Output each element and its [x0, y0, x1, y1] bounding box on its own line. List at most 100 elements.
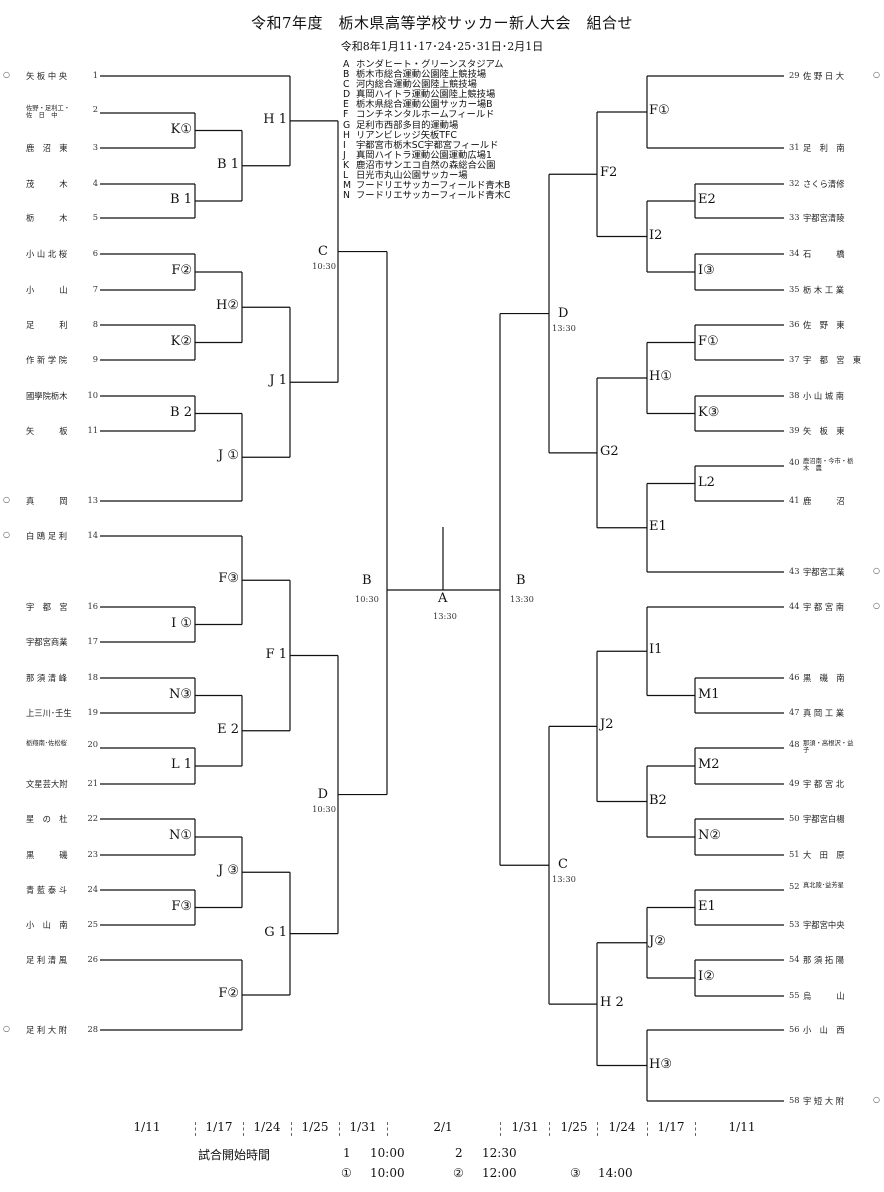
match-label: F 1 [265, 646, 287, 662]
team-name: 佐 野 東 [803, 320, 845, 330]
venue-key: K [343, 159, 350, 171]
venue-name: フードリエサッカーフィールド青木C [356, 190, 511, 202]
team-name: 黒 磯 南 [803, 673, 845, 683]
team-name: 宇 都 宮 北 [803, 779, 845, 789]
venue-name: 真岡ハイトラ運動公園運動広場1 [356, 149, 492, 161]
page-title: 令和7年度 栃木県高等学校サッカー新人大会 組合せ [250, 14, 634, 32]
team-name: 足 利 [26, 320, 68, 330]
start-time-key-circ2: ② [453, 1166, 464, 1180]
team-number: 51 [789, 849, 800, 859]
match-label: B 1 [217, 156, 239, 172]
venue-key: J [343, 149, 346, 161]
team-number: 3 [92, 142, 98, 152]
venue-name: リアンビレッジ矢板TFC [356, 129, 457, 141]
team-name: 小 山 西 [803, 1025, 845, 1035]
venue-key: I [343, 139, 346, 151]
venue-key: G [343, 119, 351, 131]
venue-item: M フードリエサッカーフィールド青木B [343, 181, 511, 191]
team-number: 28 [87, 1024, 98, 1034]
match-label: F① [698, 333, 719, 349]
team-number: 9 [92, 354, 98, 364]
team-number: 34 [789, 248, 800, 258]
team-number: 43 [789, 566, 800, 576]
date-separator [695, 1122, 696, 1136]
date-separator [647, 1122, 648, 1136]
match-label: H 1 [263, 111, 287, 127]
team-number: 20 [87, 739, 98, 749]
team-name: 宇都宮清陵 [803, 213, 845, 223]
match-label: N① [168, 828, 192, 843]
page-subtitle: 令和8年1月11･17･24･25･31日･2月1日 [340, 40, 544, 53]
round-date: 1/11 [133, 1120, 161, 1134]
match-label: J② [649, 933, 666, 949]
round-date: 1/11 [728, 1120, 756, 1134]
match-time: 13:30 [552, 874, 576, 885]
team-number: 55 [789, 990, 800, 1000]
team-number: 53 [789, 919, 800, 929]
team-name: 鹿沼南・今市・栃 木 農 [803, 458, 860, 472]
venue-name: コンチネンタルホームフィールド [356, 109, 495, 121]
match-label: F③ [171, 898, 192, 914]
team-name: 小 山 城 南 [803, 391, 845, 401]
match-label: N③ [168, 686, 192, 702]
team-number: 58 [789, 1095, 800, 1105]
seed-marker: ○ [873, 601, 880, 610]
team-name: 佐 野 日 大 [803, 71, 845, 81]
match-label: D [317, 786, 328, 802]
semifinal-label-left: B [362, 573, 372, 588]
round-date: 1/17 [205, 1120, 233, 1134]
match-label: C [318, 243, 328, 259]
team-name: 小 山 北 桜 [26, 249, 68, 259]
match-label: C [558, 857, 568, 873]
round-date: 1/31 [511, 1120, 539, 1134]
team-number: 16 [87, 601, 98, 611]
match-label: F② [218, 986, 239, 1001]
match-label: H② [216, 298, 239, 314]
start-time-value-2: 12:30 [482, 1146, 517, 1160]
team-number: 46 [789, 672, 800, 682]
seed-marker: ○ [3, 1024, 10, 1033]
team-name: 栃 木 工 業 [803, 285, 845, 295]
team-name: 小 山 [26, 285, 68, 295]
venue-key: F [343, 109, 349, 121]
round-date: 1/25 [301, 1120, 329, 1134]
team-name: 足 利 南 [803, 143, 845, 153]
match-label: G 1 [264, 924, 287, 940]
venue-key: M [343, 180, 352, 192]
venue-name: 真岡ハイトラ運動公園陸上競技場 [356, 89, 496, 101]
match-label: J ③ [218, 863, 239, 879]
match-label: E1 [698, 898, 716, 914]
match-label: E2 [698, 192, 716, 207]
team-number: 5 [92, 212, 98, 222]
match-label: I② [698, 969, 715, 984]
seed-marker: ○ [873, 70, 880, 79]
match-label: F2 [600, 165, 618, 181]
team-number: 22 [87, 813, 98, 823]
start-times-label: 試合開始時間 [198, 1148, 271, 1162]
venue-name: 宇都宮市栃木SC宇都宮フィールド [356, 139, 499, 151]
team-name: 青 藍 泰 斗 [26, 885, 68, 895]
team-name: 真北陵･益芳星 [803, 882, 844, 889]
team-name: 那 須 拓 陽 [803, 955, 845, 965]
venue-item: J 真岡ハイトラ運動公園運動広場1 [343, 149, 511, 161]
team-name: 矢 板 [26, 426, 68, 436]
team-number: 21 [87, 778, 98, 788]
seed-marker: ○ [873, 566, 880, 575]
team-number: 8 [92, 319, 98, 329]
team-number: 18 [87, 672, 98, 682]
team-number: 13 [87, 495, 98, 505]
venue-key: E [343, 99, 349, 111]
team-name: 宇都宮中央 [803, 920, 845, 930]
venue-item: I 宇都宮市栃木SC宇都宮フィールド [343, 139, 511, 151]
match-label: D [558, 305, 569, 321]
match-label: F② [171, 263, 192, 278]
team-number: 38 [789, 390, 800, 400]
team-name: 矢 板 東 [803, 426, 845, 436]
team-number: 25 [87, 919, 98, 929]
team-number: 48 [789, 739, 800, 749]
team-number: 36 [789, 319, 800, 329]
venue-name: フードリエサッカーフィールド青木B [356, 180, 511, 192]
